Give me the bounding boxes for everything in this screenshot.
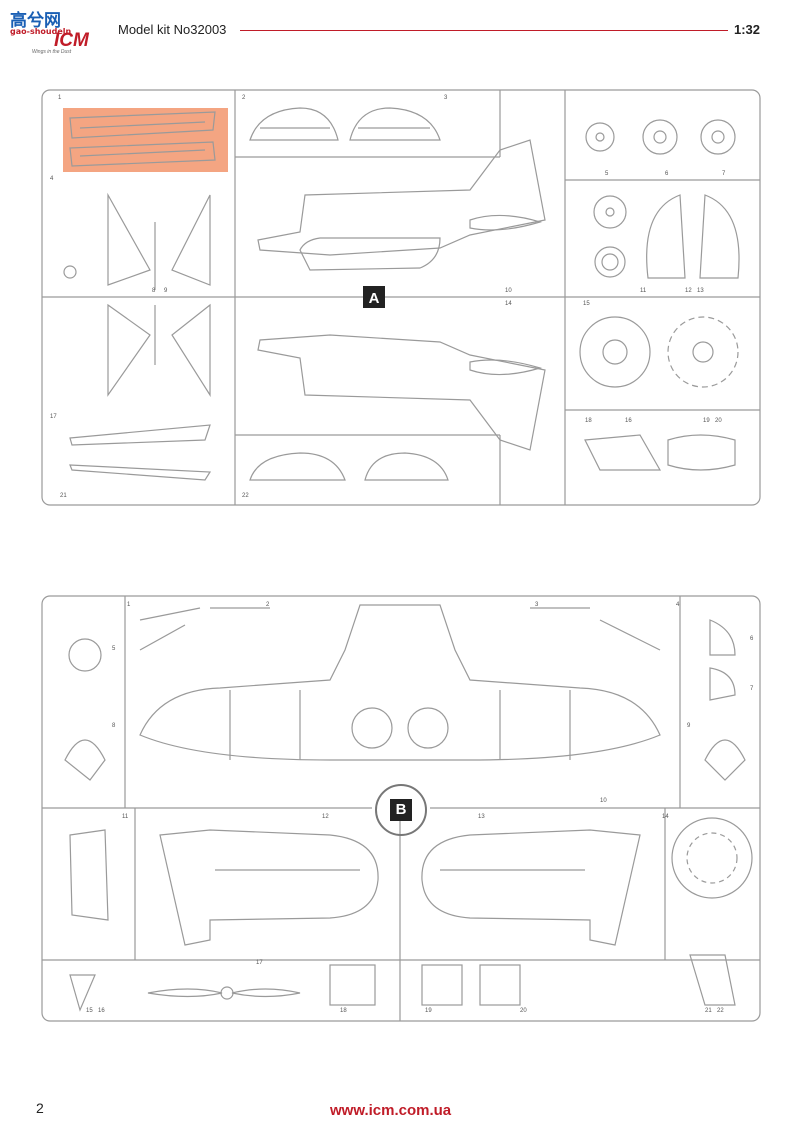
header-rule <box>240 30 728 31</box>
highlight-part-1 <box>63 108 228 172</box>
svg-text:19: 19 <box>425 1008 432 1014</box>
sprue-a-label-box <box>363 286 385 308</box>
svg-text:7: 7 <box>722 171 726 177</box>
svg-text:13: 13 <box>697 288 704 294</box>
svg-text:14: 14 <box>662 814 669 820</box>
svg-text:20: 20 <box>520 1008 527 1014</box>
logo-site: gao-shoudeln <box>10 27 72 36</box>
svg-text:6: 6 <box>665 171 669 177</box>
svg-text:8: 8 <box>152 288 156 294</box>
svg-text:3: 3 <box>535 602 539 608</box>
page-number: 2 <box>36 1100 44 1116</box>
svg-text:13: 13 <box>478 814 485 820</box>
svg-text:18: 18 <box>340 1008 347 1014</box>
svg-text:17: 17 <box>256 960 263 966</box>
svg-text:9: 9 <box>687 723 691 729</box>
scale-label: 1:32 <box>734 22 761 37</box>
svg-text:10: 10 <box>600 798 607 804</box>
svg-text:15: 15 <box>583 301 590 307</box>
svg-text:22: 22 <box>242 493 249 499</box>
svg-text:7: 7 <box>750 686 754 692</box>
sprue-a-part-numbers: 1 2 3 4 5 6 7 8 9 10 11 12 13 14 15 16 1… <box>50 95 726 499</box>
svg-text:16: 16 <box>625 418 632 424</box>
svg-text:12: 12 <box>322 814 329 820</box>
svg-text:19: 19 <box>703 418 710 424</box>
svg-text:21: 21 <box>705 1008 712 1014</box>
svg-text:18: 18 <box>585 418 592 424</box>
svg-text:17: 17 <box>50 414 57 420</box>
svg-text:4: 4 <box>50 176 54 182</box>
svg-text:10: 10 <box>505 288 512 294</box>
svg-text:11: 11 <box>640 288 647 294</box>
svg-text:11: 11 <box>122 814 129 820</box>
kit-title: Model kit No32003 <box>118 22 227 37</box>
svg-text:21: 21 <box>60 493 67 499</box>
logo-tagline: Wings in the Dust <box>32 49 72 55</box>
svg-text:1: 1 <box>58 95 62 101</box>
logo-brand: ICM <box>54 30 89 51</box>
svg-text:1: 1 <box>127 602 131 608</box>
svg-text:5: 5 <box>112 646 116 652</box>
icm-logo[interactable]: 高兮网 gao-shoudeln ICM Wings in the Dust <box>10 6 102 56</box>
sprue-a-label: A <box>369 290 380 307</box>
svg-text:14: 14 <box>505 301 512 307</box>
svg-text:22: 22 <box>717 1008 724 1014</box>
svg-text:16: 16 <box>98 1008 105 1014</box>
svg-text:2: 2 <box>266 602 270 608</box>
svg-text:15: 15 <box>86 1008 93 1014</box>
svg-text:4: 4 <box>676 602 680 608</box>
svg-text:8: 8 <box>112 723 116 729</box>
svg-text:2: 2 <box>242 95 246 101</box>
sprue-b-label: B <box>390 799 412 821</box>
svg-text:5: 5 <box>605 171 609 177</box>
svg-text:6: 6 <box>750 636 754 642</box>
svg-text:12: 12 <box>685 288 692 294</box>
website-link[interactable]: www.icm.com.ua <box>330 1102 452 1119</box>
svg-text:3: 3 <box>444 95 448 101</box>
page-header: 高兮网 gao-shoudeln ICM Wings in the Dust M… <box>0 0 800 60</box>
logo-hanzi: 高兮网 <box>10 11 61 31</box>
svg-text:20: 20 <box>715 418 722 424</box>
svg-text:9: 9 <box>164 288 168 294</box>
